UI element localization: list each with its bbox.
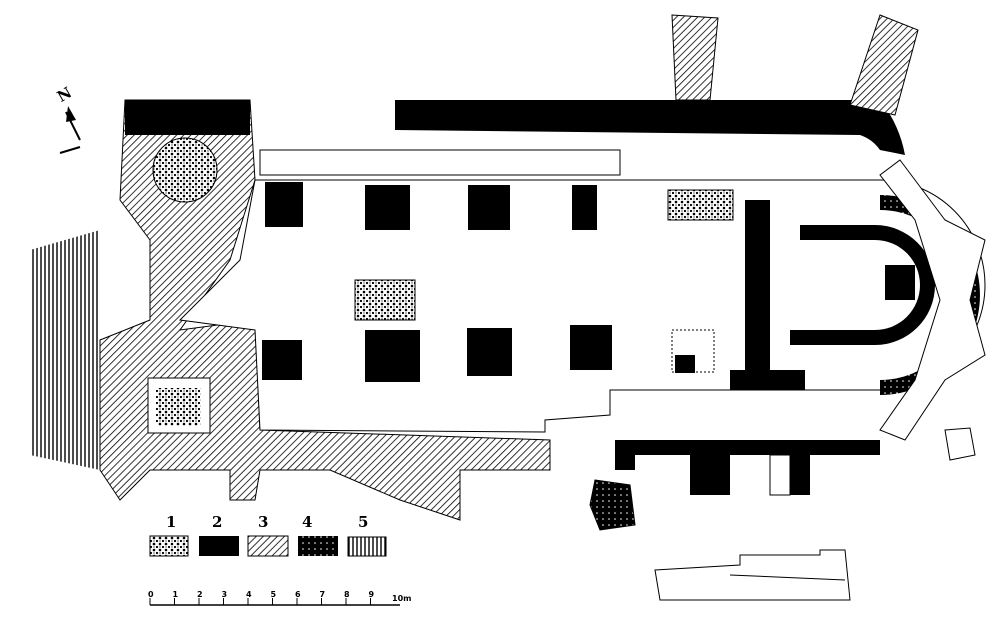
scale-tick-label: 6 xyxy=(295,590,301,599)
legend-label-3: 3 xyxy=(258,513,268,531)
scale-tick-label: 0 xyxy=(148,590,154,599)
scale-end-label: 10m xyxy=(392,594,411,603)
legend-label-2: 2 xyxy=(212,513,222,531)
west-hatched-masonry xyxy=(99,99,551,521)
west-vertical-lines-area xyxy=(30,230,100,470)
legend-swatch-solid xyxy=(199,536,239,556)
north-arrow: N xyxy=(54,83,81,154)
choir-screen-wall xyxy=(730,200,805,390)
north-label: N xyxy=(54,83,75,106)
legend-label-5: 5 xyxy=(358,513,368,531)
scale-tick-label: 5 xyxy=(271,590,277,599)
south-wall-east xyxy=(615,440,880,495)
legend-label-1: 1 xyxy=(166,513,176,531)
nw-tower-wall xyxy=(125,100,250,135)
pier xyxy=(467,328,512,376)
chapel-fragment xyxy=(944,427,976,461)
pier xyxy=(675,355,695,373)
scale-tick-label: 2 xyxy=(197,590,203,599)
pier xyxy=(365,185,410,230)
apse-wall xyxy=(790,225,935,345)
scale-bar: 10m 0 1 2 3 4 5 6 7 8 9 xyxy=(148,590,411,606)
se-outline xyxy=(654,549,851,601)
north-aisle-strip xyxy=(259,149,621,176)
legend-label-4: 4 xyxy=(302,513,312,531)
scale-tick-label: 4 xyxy=(246,590,252,599)
scale-tick-label: 3 xyxy=(222,590,228,599)
altar xyxy=(885,265,915,300)
piers xyxy=(262,182,915,382)
pier xyxy=(262,340,302,380)
scale-tick-label: 1 xyxy=(173,590,179,599)
pier xyxy=(572,185,597,230)
polygonal-apse-outline xyxy=(879,159,986,441)
pier xyxy=(570,325,612,370)
scale-tick-label: 8 xyxy=(344,590,350,599)
nw-round-structure xyxy=(152,137,218,203)
north-buttress-2 xyxy=(849,14,919,116)
south-annex xyxy=(769,454,791,496)
scale-tick-label: 9 xyxy=(369,590,375,599)
legend-swatch-vlines xyxy=(347,536,387,557)
legend: 1 2 3 4 5 xyxy=(149,513,387,557)
stipple-block xyxy=(354,279,416,321)
sw-chamber-inner xyxy=(156,388,201,426)
north-wall xyxy=(395,100,905,155)
pier xyxy=(365,330,420,382)
south-rubble xyxy=(589,479,636,531)
legend-swatch-stipple xyxy=(149,535,189,557)
pier xyxy=(265,182,303,227)
legend-swatch-hatch xyxy=(247,535,289,557)
north-buttress-1 xyxy=(671,14,719,101)
legend-swatch-dark xyxy=(298,536,338,556)
stipple-block xyxy=(667,189,734,221)
pier xyxy=(468,185,510,230)
scale-tick-label: 7 xyxy=(320,590,326,599)
dotted-square xyxy=(671,329,715,373)
